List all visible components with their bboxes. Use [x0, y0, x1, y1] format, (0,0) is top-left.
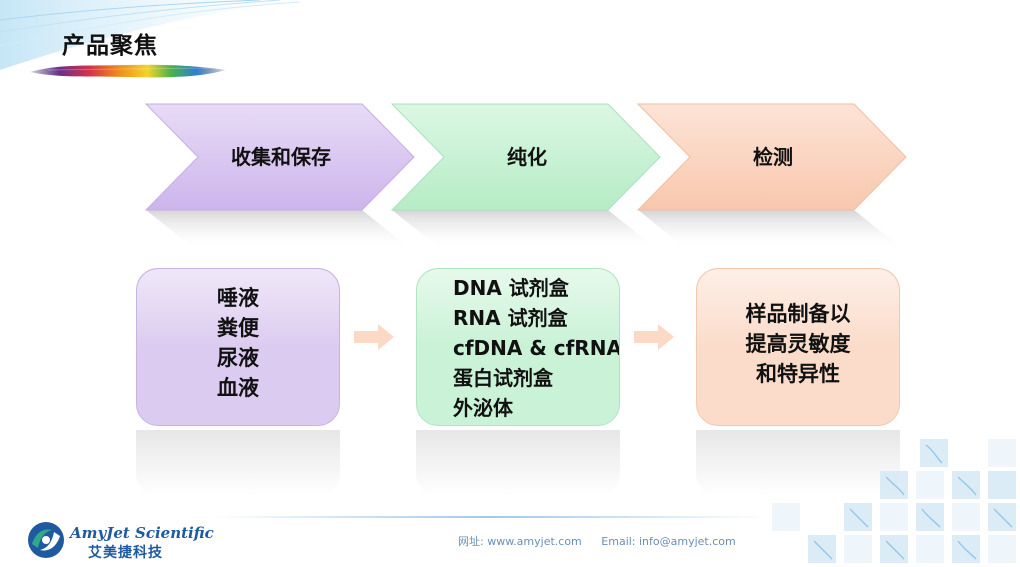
company-logo-chinese: 艾美捷科技 [88, 545, 163, 561]
brush-stroke-decoration [30, 64, 226, 78]
card-3-line: 和特异性 [756, 362, 840, 386]
chevron-reflection-1 [146, 210, 412, 250]
dna-mosaic-decoration [772, 439, 1016, 563]
card-2-line: DNA 试剂盒 [453, 276, 569, 300]
chevron-label-detect: 检测 [753, 145, 793, 169]
footer-email: Email: info@amyjet.com [601, 535, 736, 548]
card-2-line: 蛋白试剂盒 [453, 366, 553, 390]
footer-website: 网址: www.amyjet.com [458, 535, 582, 548]
card-1-line: 唾液 [217, 286, 259, 310]
right-arrow-icon [354, 324, 394, 350]
chevron-reflection-2 [392, 210, 658, 250]
card-1-line: 粪便 [217, 316, 259, 340]
footer-divider [210, 516, 770, 518]
kits-card: DNA 试剂盒 RNA 试剂盒 cfDNA & cfRNA 蛋白试剂盒 外泌体 [416, 268, 620, 426]
company-logo-english: AmyJet Scientific [70, 524, 214, 542]
chevron-step-3 [636, 103, 907, 211]
footer-contact: 网址: www.amyjet.com Email: info@amyjet.co… [458, 533, 752, 549]
card-reflection [136, 430, 340, 496]
corner-swoosh-decoration [0, 0, 301, 70]
chevron-label-collect: 收集和保存 [231, 145, 331, 169]
sample-types-card: 唾液 粪便 尿液 血液 [136, 268, 340, 426]
process-chevrons [144, 103, 907, 250]
company-logo: AmyJet Scientific 艾美捷科技 [26, 520, 246, 564]
card-3-line: 样品制备以 [745, 302, 851, 326]
card-reflection [416, 430, 620, 496]
card-1-line: 血液 [217, 376, 259, 400]
card-2-line: RNA 试剂盒 [453, 306, 568, 330]
chevron-step-2 [390, 103, 661, 211]
card-reflection [696, 430, 900, 496]
slide-title: 产品聚焦 [62, 33, 158, 59]
card-2-line: cfDNA & cfRNA [453, 336, 620, 360]
chevron-step-1 [144, 103, 415, 211]
card-3-line: 提高灵敏度 [745, 332, 851, 356]
right-arrow-icon [634, 324, 674, 350]
chevron-reflection-3 [638, 210, 904, 250]
card-2-line: 外泌体 [453, 396, 513, 420]
chevron-label-purify: 纯化 [507, 145, 547, 169]
card-1-line: 尿液 [217, 346, 259, 370]
detection-card: 样品制备以 提高灵敏度 和特异性 [696, 268, 900, 426]
company-logo-icon [28, 522, 64, 558]
